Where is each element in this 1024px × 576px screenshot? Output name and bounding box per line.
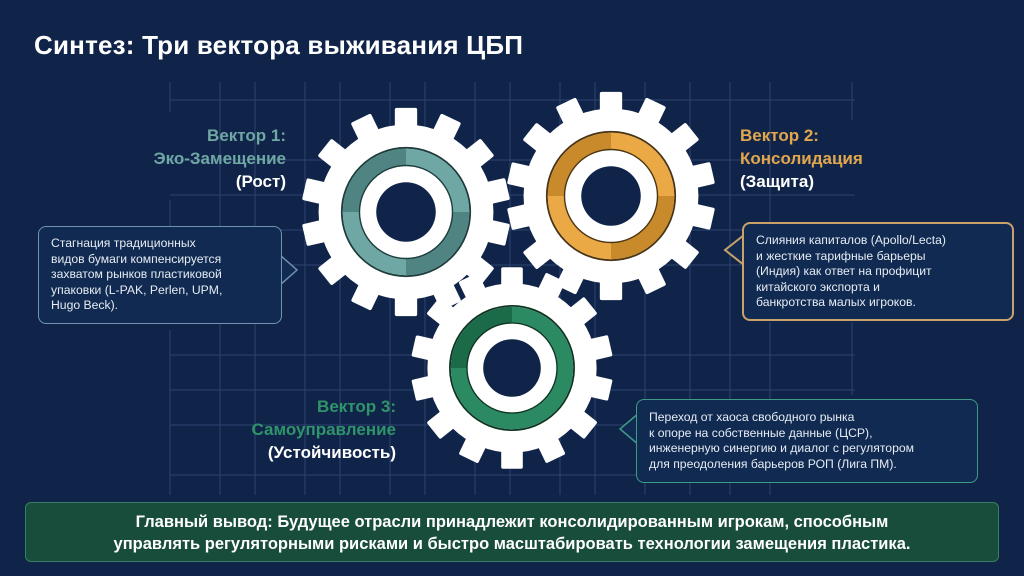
callout-line: Переход от хаоса свободного рынка <box>649 410 855 424</box>
callout-line: видов бумаги компенсируется <box>51 251 222 266</box>
callout-line: инженерную синергию и диалог с регулятор… <box>649 441 915 456</box>
vector-2-label: Вектор 2: Консолидация (Защита) <box>740 124 940 193</box>
vector-3-name: Самоуправление <box>251 420 396 439</box>
page-title: Синтез: Три вектора выживания ЦБП <box>34 30 524 60</box>
callout-line: Стагнация традиционных <box>51 236 196 250</box>
callout-vector-1: Стагнация традиционных видов бумаги комп… <box>38 226 282 324</box>
callout-line: упаковки (L-PAK, Perlen, UPM, <box>51 282 223 297</box>
vector-1-name: Эко-Замещение <box>153 149 286 168</box>
main-conclusion-banner: Главный вывод: Будущее отрасли принадлеж… <box>25 502 999 562</box>
callout-line: для преодоления барьеров РОП (Лига ПМ). <box>649 456 897 471</box>
gear-icon <box>301 107 511 317</box>
callout-line: к опоре на собственные данные (ЦСР), <box>649 425 873 440</box>
vector-2-number: Вектор 2: <box>740 126 819 145</box>
conclusion-line-1: Главный вывод: Будущее отрасли принадлеж… <box>135 513 889 531</box>
vector-2-tag: (Защита) <box>740 172 815 191</box>
vector-3-label: Вектор 3: Самоуправление (Устойчивость) <box>200 395 396 464</box>
callout-line: китайского экспорта и <box>756 279 880 294</box>
vector-1-number: Вектор 1: <box>207 126 286 145</box>
conclusion-line-2: управлять регуляторными рисками и быстро… <box>113 535 911 553</box>
callout-line: Слияния капиталов (Apollo/Lecta) <box>756 233 946 247</box>
callout-line: банкротства малых игроков. <box>756 295 916 310</box>
callout-line: (Индия) как ответ на профицит <box>756 264 932 279</box>
vector-3-tag: (Устойчивость) <box>267 443 396 462</box>
gear-icon <box>411 267 613 469</box>
callout-line: захватом рынков пластиковой <box>51 267 222 282</box>
vector-2-name: Консолидация <box>740 149 863 168</box>
callout-1-pointer <box>280 254 299 286</box>
callout-line: и жесткие тарифные барьеры <box>756 248 926 263</box>
callout-vector-3: Переход от хаоса свободного рынка к опор… <box>636 399 978 483</box>
callout-line: Hugo Beck). <box>51 298 119 313</box>
callout-2-pointer <box>723 234 744 266</box>
gear-icon <box>506 91 716 301</box>
callout-3-pointer <box>618 412 639 446</box>
vector-1-tag: (Рост) <box>235 172 286 191</box>
vector-1-label: Вектор 1: Эко-Замещение (Рост) <box>100 124 286 193</box>
vector-3-number: Вектор 3: <box>317 397 396 416</box>
callout-vector-2: Слияния капиталов (Apollo/Lecta) и жестк… <box>742 222 1014 321</box>
